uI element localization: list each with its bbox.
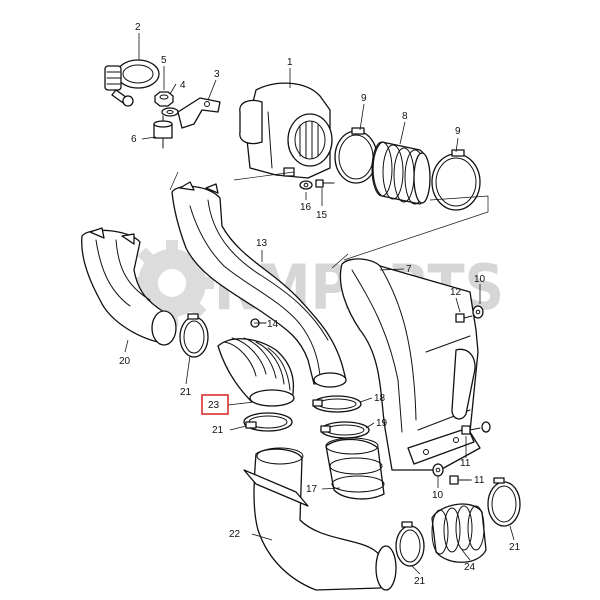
part-9-clamp-right	[431, 149, 481, 211]
callout-15[interactable]: 15	[316, 210, 328, 221]
part-21-clamp-right	[487, 477, 521, 527]
callout-12[interactable]: 12	[450, 287, 462, 298]
callout-10-bottom[interactable]: 10	[432, 490, 444, 501]
callout-5[interactable]: 5	[161, 55, 167, 66]
callout-16[interactable]: 16	[300, 202, 312, 213]
callout-9-right[interactable]: 9	[455, 126, 461, 137]
leader-lines	[124, 33, 515, 575]
part-7-housing	[339, 258, 481, 471]
callout-2[interactable]: 2	[135, 22, 141, 33]
callout-11-upper[interactable]: 11	[460, 458, 471, 469]
callout-17[interactable]: 17	[306, 484, 318, 495]
callout-22[interactable]: 22	[229, 529, 241, 540]
part-5-nut	[154, 91, 174, 107]
part-8-bellows	[371, 141, 431, 205]
callout-20[interactable]: 20	[119, 356, 131, 367]
callout-14[interactable]: 14	[267, 319, 279, 330]
callout-21-right[interactable]: 21	[509, 542, 521, 553]
part-20-duct	[81, 227, 177, 346]
part-24-bellows	[431, 503, 487, 563]
highlight-box-23	[201, 394, 229, 415]
part-6-mount	[153, 115, 173, 149]
callout-24[interactable]: 24	[464, 562, 476, 573]
callout-13[interactable]: 13	[256, 238, 268, 249]
callout-21-bottom[interactable]: 21	[414, 576, 426, 587]
callout-9-left[interactable]: 9	[361, 93, 367, 104]
callout-7[interactable]: 7	[406, 264, 412, 275]
part-1-blower	[239, 82, 333, 179]
callout-4[interactable]: 4	[180, 80, 186, 91]
part-11-bolt-upper	[461, 421, 491, 435]
part-21-clamp-bottom	[395, 521, 425, 567]
part-3-bracket	[177, 97, 221, 129]
callout-21-mid[interactable]: 21	[212, 425, 224, 436]
part-19-clamp	[320, 421, 370, 439]
part-13-duct	[171, 181, 347, 388]
part-4-washer	[161, 107, 179, 117]
part-15-bolt	[315, 179, 335, 188]
callout-3[interactable]: 3	[214, 69, 220, 80]
callout-1[interactable]: 1	[287, 57, 293, 68]
part-16-washer	[299, 180, 313, 190]
callout-21-left[interactable]: 21	[180, 387, 192, 398]
part-12-bolt	[455, 313, 473, 323]
part-10-washer-top	[472, 305, 484, 319]
callout-10-top[interactable]: 10	[474, 274, 486, 285]
callout-11-lower[interactable]: 11	[474, 475, 485, 486]
callout-labels: 2 1 3 5 4 6 9 8 9 16 15 13 7 10 12 14 20…	[119, 22, 521, 587]
callout-19[interactable]: 19	[376, 418, 388, 429]
callout-8[interactable]: 8	[402, 111, 408, 122]
part-21-clamp-mid	[243, 412, 293, 432]
part-21-clamp-left	[179, 313, 209, 358]
part-2-clamp	[104, 59, 160, 107]
part-22-duct	[243, 447, 397, 591]
assembly-lines	[169, 171, 489, 269]
part-18-clamp	[312, 395, 362, 413]
part-9-clamp-left	[334, 127, 378, 184]
callout-18[interactable]: 18	[374, 393, 386, 404]
part-17-bellows	[325, 437, 385, 500]
part-10-washer-bottom	[432, 463, 444, 477]
callout-23[interactable]: 23	[208, 400, 220, 411]
callout-6[interactable]: 6	[131, 134, 137, 145]
part-23-hose	[217, 337, 295, 407]
parts-drawing	[81, 59, 521, 591]
